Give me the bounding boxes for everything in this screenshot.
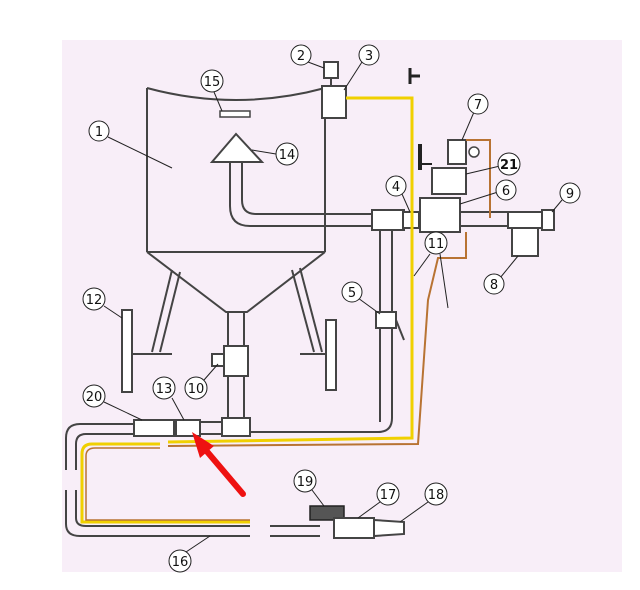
ball-valve-5-handle [395,319,405,341]
metering-valve-handle [211,353,225,367]
callout-13: 13 [152,376,185,421]
callout-7-text: 7 [474,98,482,113]
wheel-right [325,319,337,391]
exhaust-valve-3 [321,85,347,119]
tank-legs [151,267,323,353]
callout-8: 8 [483,255,519,295]
regulator-knob [468,146,480,158]
callout-10: 10 [184,363,219,400]
callout-4: 4 [385,175,411,213]
ball-valve-5 [375,311,397,329]
nozzle-18 [373,518,405,538]
callout-19-text: 19 [297,475,314,490]
callout-17-text: 17 [380,488,397,503]
callout-5-text: 5 [348,286,356,301]
callout-14-text: 14 [279,148,296,163]
callout-2-text: 2 [297,49,305,64]
control-hose-brown [167,139,491,447]
remote-valve-6 [419,197,461,233]
red-arrow [192,432,246,497]
air-inlet-pipe [460,211,508,227]
callout-18: 18 [399,482,448,523]
callout-1-text: 1 [95,125,103,140]
coupling-13 [175,419,201,437]
callout-10-text: 10 [188,382,205,397]
t-marker [408,68,420,84]
background-panel [62,40,622,572]
fill-hatch [219,110,251,118]
remote-hose-yellow [80,442,250,524]
exhaust-muffler-2 [323,61,339,79]
control-hose-yellow [167,96,414,444]
nozzle-holder-17 [333,517,375,539]
callout-21: 21 [465,152,521,176]
popup-valve [209,132,265,163]
blast-hose-16 [65,423,320,537]
callout-6-text: 6 [502,184,510,199]
control-valve-21 [431,167,467,195]
popup-valve-pipe [229,162,380,227]
callout-19: 19 [293,469,325,507]
wheel-left [121,309,133,393]
callout-11-text: 11 [428,237,445,252]
pressure-regulator-7 [447,139,467,165]
metering-valve [223,345,249,377]
remote-hose-brown [85,447,250,521]
callout-12-text: 12 [86,293,103,308]
deadman-handle-19 [309,505,345,521]
mixing-tee [221,417,251,437]
callout-14: 14 [251,142,299,166]
callout-16: 16 [168,535,211,573]
callout-13-text: 13 [156,382,173,397]
callout-15: 15 [200,69,224,112]
callout-3-text: 3 [365,49,373,64]
callout-6: 6 [459,179,517,205]
callout-15-text: 15 [204,75,221,90]
callout-12: 12 [82,287,123,319]
callout-9: 9 [551,182,581,213]
callout-2: 2 [290,44,325,69]
callout-8-text: 8 [490,278,498,293]
callout-9-text: 9 [566,187,574,202]
callout-4-text: 4 [392,180,400,195]
callout-16-text: 16 [172,555,189,570]
callout-20-text: 20 [86,390,103,405]
callout-5: 5 [341,281,381,315]
outlet-pipe [200,421,222,435]
callout-21-text: 21 [500,158,518,173]
inlet-coupling-9 [541,209,555,231]
callout-20: 20 [82,384,143,421]
hose-connector-20 [133,419,175,437]
callout-11: 11 [413,231,449,309]
air-filter-bowl-8 [511,225,539,257]
check-valve-body [371,209,405,231]
callout-18-text: 18 [428,488,445,503]
callout-1: 1 [88,120,173,169]
callout-3: 3 [343,44,380,91]
air-filter-head [507,211,543,229]
callout-7: 7 [461,93,489,141]
callout-17: 17 [357,482,400,519]
